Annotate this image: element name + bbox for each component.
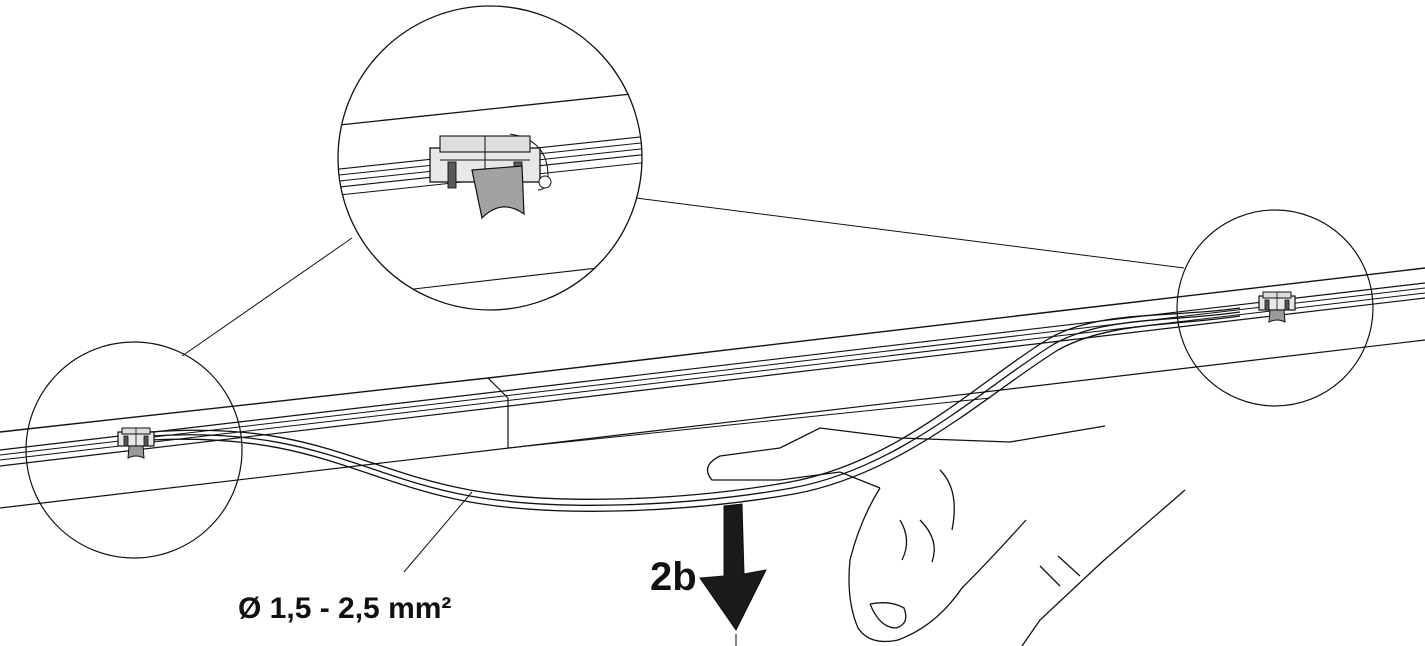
- detail-view: [337, 5, 643, 311]
- hand-pressing-cable: [706, 425, 1186, 646]
- wire-spec-leader: [403, 491, 473, 573]
- step-label: 2b: [650, 555, 697, 599]
- cable-bundle: [149, 307, 1241, 512]
- push-down-arrow: [699, 503, 767, 646]
- wire-spec-label: Ø 1,5 - 2,5 mm²: [238, 592, 451, 625]
- magnifier-circle-left: [25, 341, 243, 559]
- mounting-rail: [0, 267, 1425, 509]
- detail-connector-left: [181, 237, 353, 357]
- detail-connector-right: [635, 197, 1185, 269]
- cable-clip-left: [117, 427, 155, 459]
- cable-clip-detail: [429, 133, 552, 220]
- magnifier-circle-right: [1176, 209, 1374, 407]
